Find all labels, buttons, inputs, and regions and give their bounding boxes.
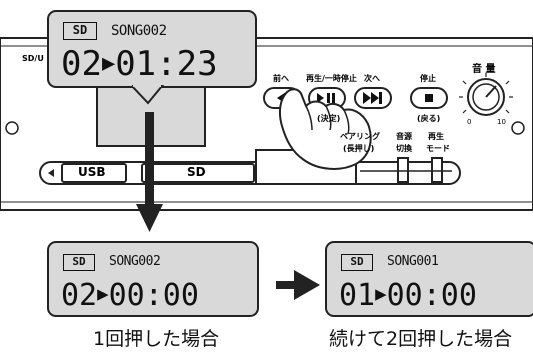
sd-slot-label: SD [187,165,206,179]
volume-max-label: 10 [497,118,506,126]
usb-slot-label: USB [78,165,106,179]
song-name: SONG001 [387,254,439,269]
play-pause-icon [317,93,335,103]
media-tag: SD [63,254,95,271]
screw-right [511,121,525,135]
media-tag: SD [63,22,97,40]
next-icon [363,92,382,104]
caption-one-press: 1回押した場合 [93,328,220,350]
source-switch-sub-label: 切換 [396,144,412,153]
volume-label: 音 量 [472,64,496,75]
elapsed-time: 00:00 [108,278,199,313]
stop-button[interactable] [410,87,448,109]
play-indicator-icon: ▶ [97,283,109,305]
source-switch-label: 音源 [396,132,412,141]
bubble-tail [132,85,165,105]
play-mode-label: 再生 [428,132,444,141]
volume-min-label: 0 [467,118,472,126]
display-bubble-two-press: SD SONG001 01▶00:00 [325,241,533,317]
elapsed-time: 01:23 [115,44,218,84]
play-mode-switch[interactable] [431,157,443,183]
next-button-label: 次へ [364,74,380,83]
song-name: SONG002 [109,254,161,269]
prev-button-label: 前へ [273,74,289,83]
play-pause-sub-label: (決定) [317,114,341,123]
media-tag: SD [341,254,373,271]
play-indicator-icon: ▶ [101,51,116,76]
volume-knob[interactable] [459,73,513,116]
stop-icon [425,94,433,102]
hand-pressing-illustration [278,88,372,170]
display-bubble-current: SD SONG002 02▶01:23 [47,10,257,88]
song-name: SONG002 [111,23,167,39]
track-time-display: 02▶00:00 [61,277,199,313]
next-button[interactable] [354,87,392,109]
source-switch[interactable] [397,157,409,183]
track-number: 02 [61,44,102,84]
play-indicator-icon: ▶ [375,283,387,305]
stop-button-sub-label: (戻る) [417,114,441,123]
track-number: 02 [61,278,98,313]
track-time-display: 02▶01:23 [61,46,218,82]
down-arrow [136,112,163,232]
pairing-sub-label: (長押し) [343,144,375,153]
model-label: SD/U [22,54,44,63]
right-arrow [276,270,320,300]
sd-slot[interactable] [141,163,255,183]
pairing-label: ペアリング [340,132,380,141]
usb-slot[interactable] [61,163,127,183]
stop-button-label: 停止 [420,74,436,83]
caption-two-press: 続けて2回押した場合 [329,328,513,350]
track-time-display: 01▶00:00 [339,277,477,313]
track-number: 01 [339,278,376,313]
display-bubble-one-press: SD SONG002 02▶00:00 [47,241,259,317]
screw-left [5,121,19,135]
elapsed-time: 00:00 [386,278,477,313]
play-mode-sub-label: モード [426,144,450,153]
play-pause-label: 再生/一時停止 [306,74,357,83]
